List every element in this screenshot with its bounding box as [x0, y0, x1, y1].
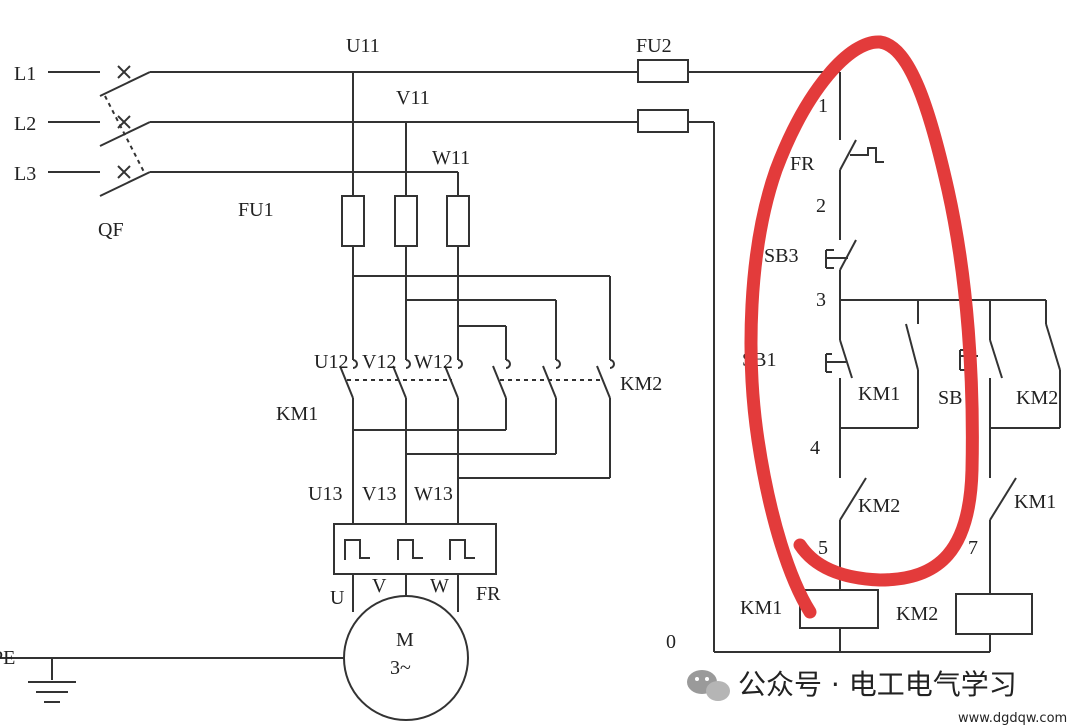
- label-node-7: 7: [968, 537, 978, 559]
- label-km1-coil: KM1: [740, 597, 782, 619]
- power-circuit: [0, 65, 638, 721]
- label-v13: V13: [362, 483, 396, 505]
- label-node-0: 0: [666, 631, 676, 653]
- label-km1-main: KM1: [276, 403, 318, 425]
- label-w: W: [430, 575, 449, 597]
- label-l2: L2: [14, 113, 36, 135]
- watermark: 公众号 · 电工电气学习 www.dgdqw.com: [687, 668, 1067, 726]
- label-motor-m: M: [396, 629, 414, 651]
- label-node-1: 1: [818, 95, 828, 117]
- fuse-fu2: [637, 59, 689, 133]
- label-fu1: FU1: [238, 199, 274, 221]
- label-w13: W13: [414, 483, 453, 505]
- annotation-highlight-loop: [744, 35, 979, 619]
- ground-icon: [0, 657, 344, 703]
- label-motor-phase: 3~: [390, 657, 411, 679]
- interlock-km1: [989, 477, 1017, 521]
- label-node-4: 4: [810, 437, 820, 459]
- watermark-channel: 公众号 · 电工电气学习: [738, 668, 1017, 701]
- label-node-2: 2: [816, 195, 826, 217]
- coil-km2: [955, 593, 1033, 635]
- label-l3: L3: [14, 163, 36, 185]
- label-v: V: [372, 575, 387, 597]
- stop-button-sb3: [825, 239, 857, 271]
- label-node-5: 5: [818, 537, 828, 559]
- label-u: U: [330, 587, 345, 609]
- control-labels: 1 FR 2 SB3 3 SB1 KM1 SB KM2 4 KM2 KM1 5 …: [666, 95, 1058, 653]
- label-qf: QF: [98, 219, 124, 241]
- label-u12: U12: [314, 351, 348, 373]
- label-pe: PE: [0, 647, 15, 669]
- label-km2-coil: KM2: [896, 603, 938, 625]
- label-u13: U13: [308, 483, 342, 505]
- watermark-site: www.dgdqw.com: [958, 711, 1067, 726]
- fuse-fu1: [341, 195, 470, 247]
- label-fu2: FU2: [636, 35, 672, 57]
- control-circuit: [637, 59, 1061, 653]
- thermal-relay-fr: [333, 523, 497, 575]
- label-fr: FR: [790, 153, 815, 175]
- label-node-3: 3: [816, 289, 826, 311]
- label-km1-interlock: KM1: [1014, 491, 1056, 513]
- contactor-km2-main: [492, 359, 615, 399]
- label-km2-main: KM2: [620, 373, 662, 395]
- label-v12: V12: [362, 351, 396, 373]
- label-v11: V11: [396, 87, 430, 109]
- power-labels: L1 L2 L3 QF U11 V11 W11 FU1 FU2 U12 V12 …: [0, 35, 672, 679]
- breaker-qf: [99, 65, 151, 197]
- label-sb3: SB3: [764, 245, 798, 267]
- label-sb2: SB: [938, 387, 962, 409]
- wechat-icon: [687, 670, 730, 701]
- start-button-sb1: [825, 339, 853, 379]
- label-km1-hold: KM1: [858, 383, 900, 405]
- label-w12: W12: [414, 351, 453, 373]
- label-km2-interlock: KM2: [858, 495, 900, 517]
- label-u11: U11: [346, 35, 380, 57]
- fr-contact: [839, 139, 884, 171]
- label-fr-main: FR: [476, 583, 501, 605]
- label-w11: W11: [432, 147, 470, 169]
- label-l1: L1: [14, 63, 36, 85]
- contactor-km1-main: [339, 359, 463, 399]
- interlock-km2: [839, 477, 867, 521]
- label-km2-hold: KM2: [1016, 387, 1058, 409]
